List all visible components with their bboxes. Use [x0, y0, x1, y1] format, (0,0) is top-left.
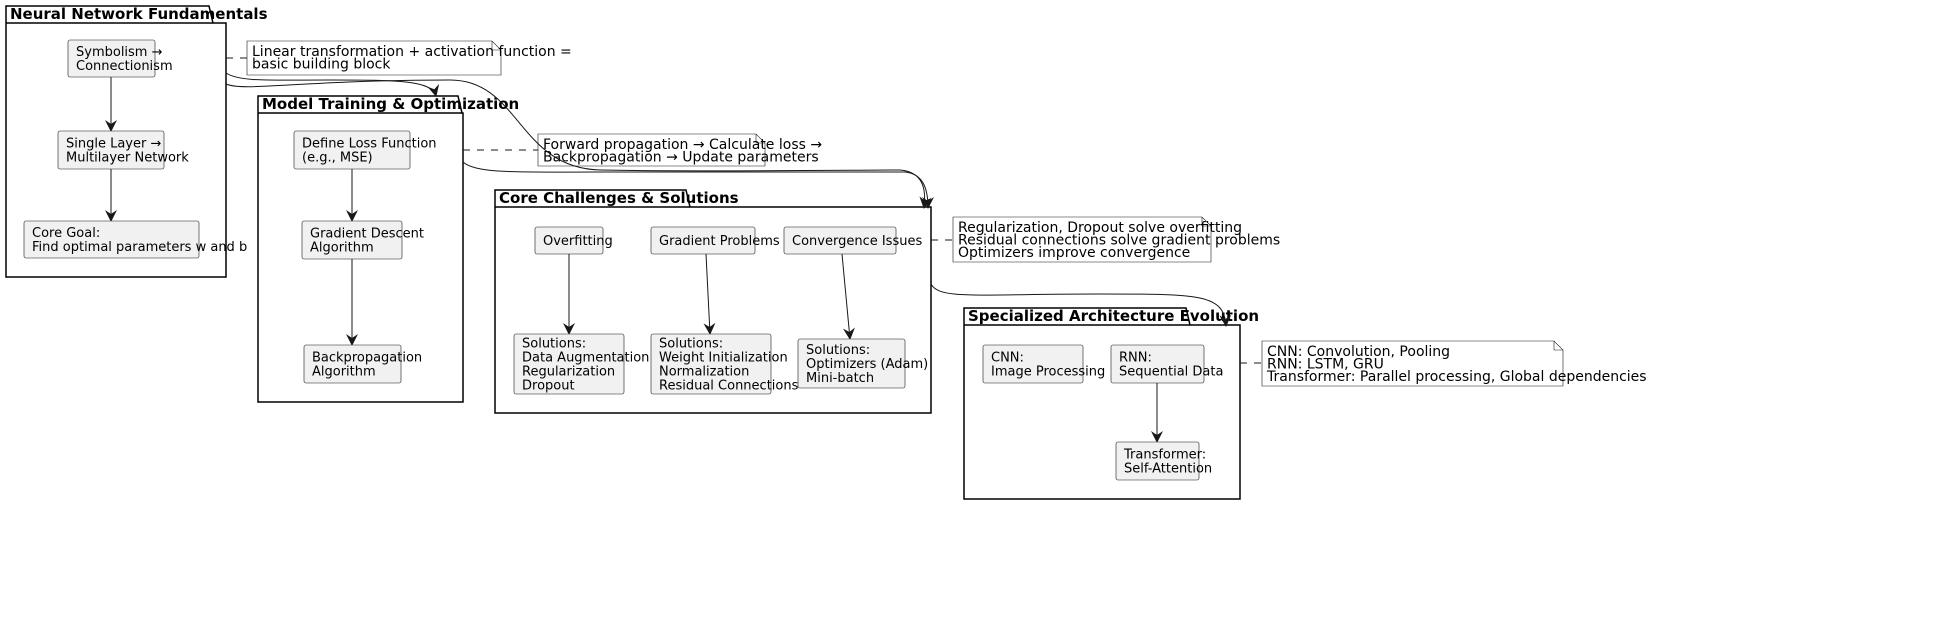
node-label-convergence: Convergence Issues — [792, 234, 922, 249]
package-title-architecture: Specialized Architecture Evolution — [968, 307, 1259, 325]
node-loss: Define Loss Function(e.g., MSE) — [293, 130, 437, 170]
note-text-fundamentals: Linear transformation + activation funct… — [252, 44, 572, 73]
edge-training-challenges — [462, 161, 934, 209]
note-fundamentals: Linear transformation + activation funct… — [246, 40, 572, 76]
node-overfitting: Overfitting — [534, 226, 613, 255]
note-training: Forward propagation → Calculate loss →Ba… — [537, 133, 822, 167]
note-challenges: Regularization, Dropout solve overfittin… — [952, 216, 1280, 263]
node-label-gradient-problems: Gradient Problems — [659, 234, 780, 249]
node-core-goal: Core Goal:Find optimal parameters w and … — [23, 220, 247, 259]
node-label-loss: Define Loss Function(e.g., MSE) — [302, 137, 437, 166]
package-title-challenges: Core Challenges & Solutions — [499, 189, 739, 207]
package-architecture: Specialized Architecture Evolution — [963, 307, 1259, 500]
node-transformer: Transformer:Self-Attention — [1115, 441, 1212, 481]
node-rnn: RNN:Sequential Data — [1110, 344, 1223, 384]
node-label-overfitting: Overfitting — [543, 234, 613, 249]
node-single-layer: Single Layer →Multilayer Network — [57, 130, 189, 170]
edge-gradient-problems-solutions — [703, 253, 716, 335]
edge-fundamentals-training — [225, 72, 440, 97]
node-label-sol-convergence: Solutions:Optimizers (Adam)Mini-batch — [806, 343, 928, 386]
node-cnn: CNN:Image Processing — [982, 344, 1105, 384]
edge-fundamentals-challenges — [225, 79, 932, 209]
node-label-single-layer: Single Layer →Multilayer Network — [66, 137, 189, 166]
node-symbolism: Symbolism →Connectionism — [67, 39, 173, 78]
note-text-challenges: Regularization, Dropout solve overfittin… — [958, 220, 1280, 261]
node-gradient-problems: Gradient Problems — [650, 226, 780, 255]
node-label-symbolism: Symbolism →Connectionism — [76, 45, 173, 74]
package-title-fundamentals: Neural Network Fundamentals — [10, 5, 268, 23]
node-label-rnn: RNN:Sequential Data — [1119, 351, 1223, 380]
node-sol-convergence: Solutions:Optimizers (Adam)Mini-batch — [797, 338, 928, 389]
edge-convergence-solutions — [841, 253, 855, 340]
node-label-cnn: CNN:Image Processing — [991, 351, 1105, 380]
package-title-training: Model Training & Optimization — [262, 95, 519, 113]
note-text-training: Forward propagation → Calculate loss →Ba… — [543, 137, 822, 166]
edge-challenges-architecture — [930, 283, 1232, 327]
node-label-core-goal: Core Goal:Find optimal parameters w and … — [32, 226, 247, 255]
node-convergence: Convergence Issues — [783, 226, 922, 255]
node-label-transformer: Transformer:Self-Attention — [1123, 448, 1212, 477]
